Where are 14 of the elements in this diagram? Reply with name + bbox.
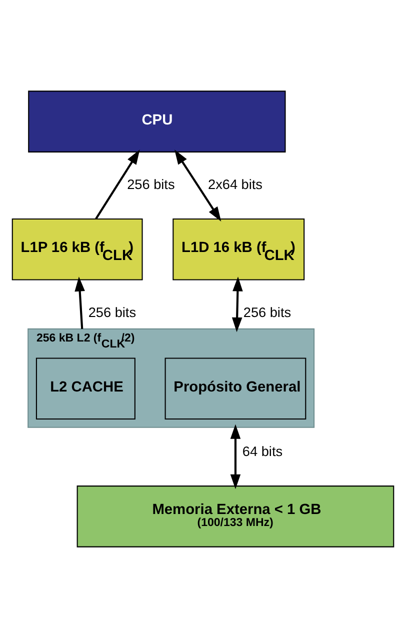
edge-label: 256 bits: [243, 304, 292, 320]
edge-label: 64 bits: [242, 444, 283, 460]
node-box: CPU: [28, 90, 286, 152]
node-box: L2 CACHE: [36, 358, 136, 420]
node-box: Memoria Externa < 1 GB (100/133 MHz): [76, 486, 394, 548]
edge-label: 256 bits: [88, 304, 136, 320]
node-box: Propósito General: [164, 358, 306, 420]
edge-label: 256 bits: [127, 177, 175, 192]
arrow: [174, 150, 222, 222]
arrow: [95, 150, 140, 220]
arrow: [74, 276, 85, 330]
edge-label: 2x64 bits: [208, 177, 263, 192]
arrow: [230, 424, 241, 490]
arrow: [232, 276, 243, 332]
